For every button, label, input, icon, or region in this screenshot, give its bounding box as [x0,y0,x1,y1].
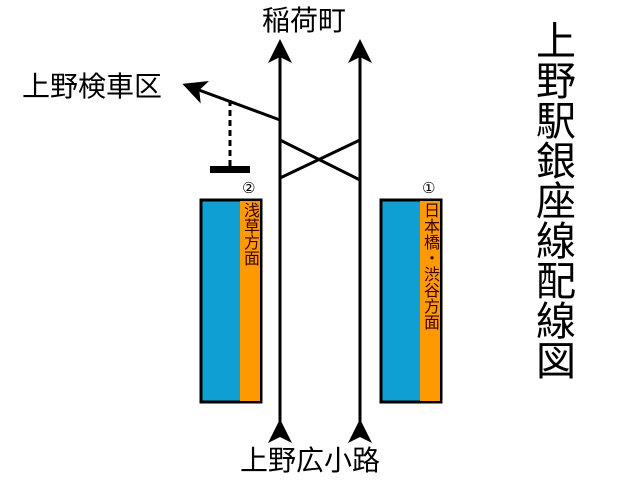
crossover-b [279,138,361,180]
diagram-title: 上野駅銀座線配線図 [529,20,575,380]
platform-1-direction: 日本橋・渋谷方面 [421,202,440,330]
buffer-stop [210,166,250,173]
platform-1-number: ① [422,179,436,197]
platform-1 [379,198,443,404]
depot-spur [182,80,281,122]
depot-label: 上野検車区 [22,70,163,103]
platform-2 [199,198,263,404]
platform-2-number: ② [242,179,256,197]
platform-2-direction: 浅草方面 [241,202,260,266]
south-destination-label: 上野広小路 [240,444,381,477]
north-destination-label: 稲荷町 [262,4,347,37]
